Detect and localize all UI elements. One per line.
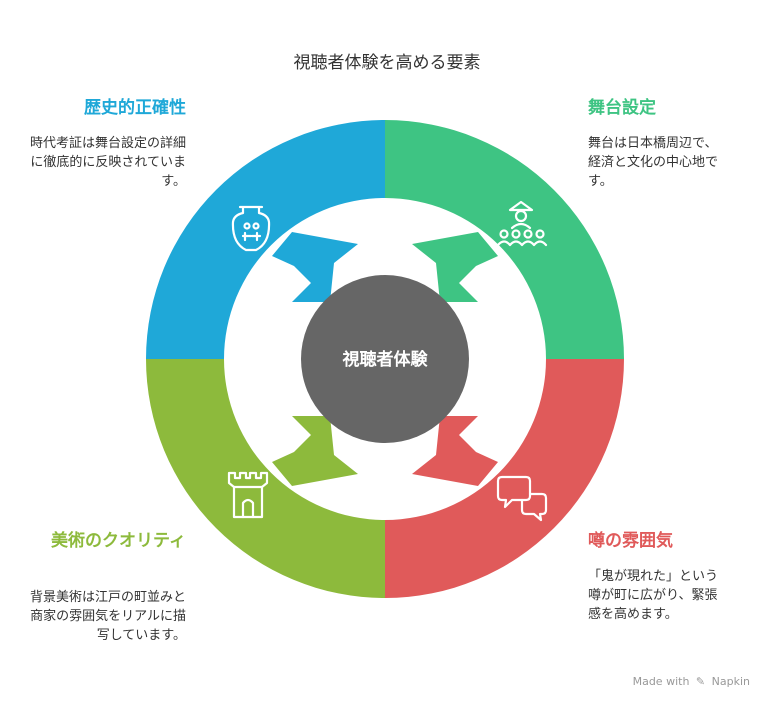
napkin-watermark: Made with ✎ Napkin: [633, 675, 750, 688]
center-label: 視聴者体験: [342, 349, 429, 370]
napkin-logo-icon: ✎: [695, 675, 706, 688]
art-heading: 美術のクオリティ: [51, 531, 186, 551]
people-stage-icon: [496, 200, 548, 247]
arrow-art: [272, 416, 358, 486]
art-description: 背景美術は江戸の町並みと商家の雰囲気をリアルに描写しています。: [30, 590, 187, 643]
segment-art: [146, 359, 385, 598]
center-circle: [301, 275, 469, 443]
segment-stage: [385, 120, 624, 359]
watermark-brand: Napkin: [711, 675, 750, 688]
stage-heading: 舞台設定: [588, 98, 656, 118]
history-heading: 歴史的正確性: [84, 98, 186, 118]
castle-tower-icon: [227, 471, 269, 519]
stage-description: 舞台は日本橋周辺で、経済と文化の中心地です。: [588, 136, 719, 189]
rumor-heading: 噂の雰囲気: [588, 531, 673, 551]
history-description: 時代考証は舞台設定の詳細に徹底的に反映されています。: [30, 136, 187, 189]
watermark-prefix: Made with: [632, 675, 690, 688]
vase-icon: [231, 205, 271, 252]
arrow-stage: [412, 232, 498, 302]
arrow-rumor: [412, 416, 498, 486]
page-title: 視聴者体験を高める要素: [293, 53, 481, 73]
arrow-history: [272, 232, 358, 302]
speech-bubbles-icon: [496, 475, 548, 522]
segment-rumor: [385, 359, 624, 598]
rumor-description: 「鬼が現れた」という噂が町に広がり、緊張感を高めます。: [588, 569, 719, 622]
